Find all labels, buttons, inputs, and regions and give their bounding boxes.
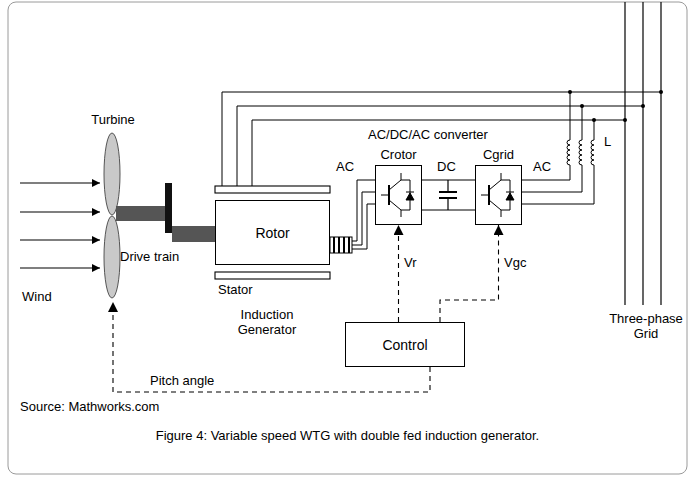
coil-winding xyxy=(567,140,570,165)
node-text: Control xyxy=(382,337,427,353)
converter-box: Crotor xyxy=(375,165,422,225)
part-label: Stator xyxy=(218,283,253,298)
drive-train-shaft xyxy=(116,183,215,242)
rotor-box: Rotor xyxy=(215,200,330,265)
part-label: Drive train xyxy=(120,250,179,265)
dc-capacitor xyxy=(439,180,457,210)
part-label: Wind xyxy=(22,290,52,305)
slip-rings xyxy=(330,237,352,253)
igbt-symbols xyxy=(381,173,514,217)
turbine-node: Turbine xyxy=(85,112,141,302)
part-label: Three-phase Grid xyxy=(608,312,684,342)
power-wire xyxy=(422,180,475,210)
figure-caption: Figure 4: Variable speed WTG with double… xyxy=(0,428,695,443)
inductor-coils xyxy=(567,140,594,165)
control-box: Control xyxy=(345,322,465,367)
igbt-glyph xyxy=(381,173,414,217)
node-text: Crotor xyxy=(380,147,416,162)
signal-label: Vgc xyxy=(504,256,526,271)
grid-side-wires xyxy=(522,92,594,204)
wind-arrows xyxy=(20,183,100,268)
signal-label: Pitch angle xyxy=(150,374,214,389)
igbt-glyph xyxy=(481,173,514,217)
stator-wires xyxy=(222,92,661,186)
part-label: Source: Mathworks.com xyxy=(20,400,159,415)
part-label: Induction Generator xyxy=(222,308,312,338)
control-signal xyxy=(440,225,499,322)
signal-label: AC xyxy=(336,160,354,175)
control-signal xyxy=(398,225,399,322)
grid-lines xyxy=(625,2,661,305)
part-label: L xyxy=(604,135,611,150)
node-text: Turbine xyxy=(91,112,135,127)
node-text: Cgrid xyxy=(483,147,514,162)
control-signal xyxy=(113,302,430,392)
coil-winding xyxy=(579,140,582,165)
coil-winding xyxy=(591,140,594,165)
power-wire xyxy=(352,180,375,249)
signal-label: Vr xyxy=(404,256,417,271)
signal-label: DC xyxy=(437,160,456,175)
part-label: AC/DC/AC converter xyxy=(368,128,488,143)
converter-box: Cgrid xyxy=(475,165,522,225)
figure-frame xyxy=(8,2,687,474)
part-label: AC xyxy=(533,160,551,175)
node-text: Rotor xyxy=(255,225,289,241)
stator-bars xyxy=(215,186,330,279)
